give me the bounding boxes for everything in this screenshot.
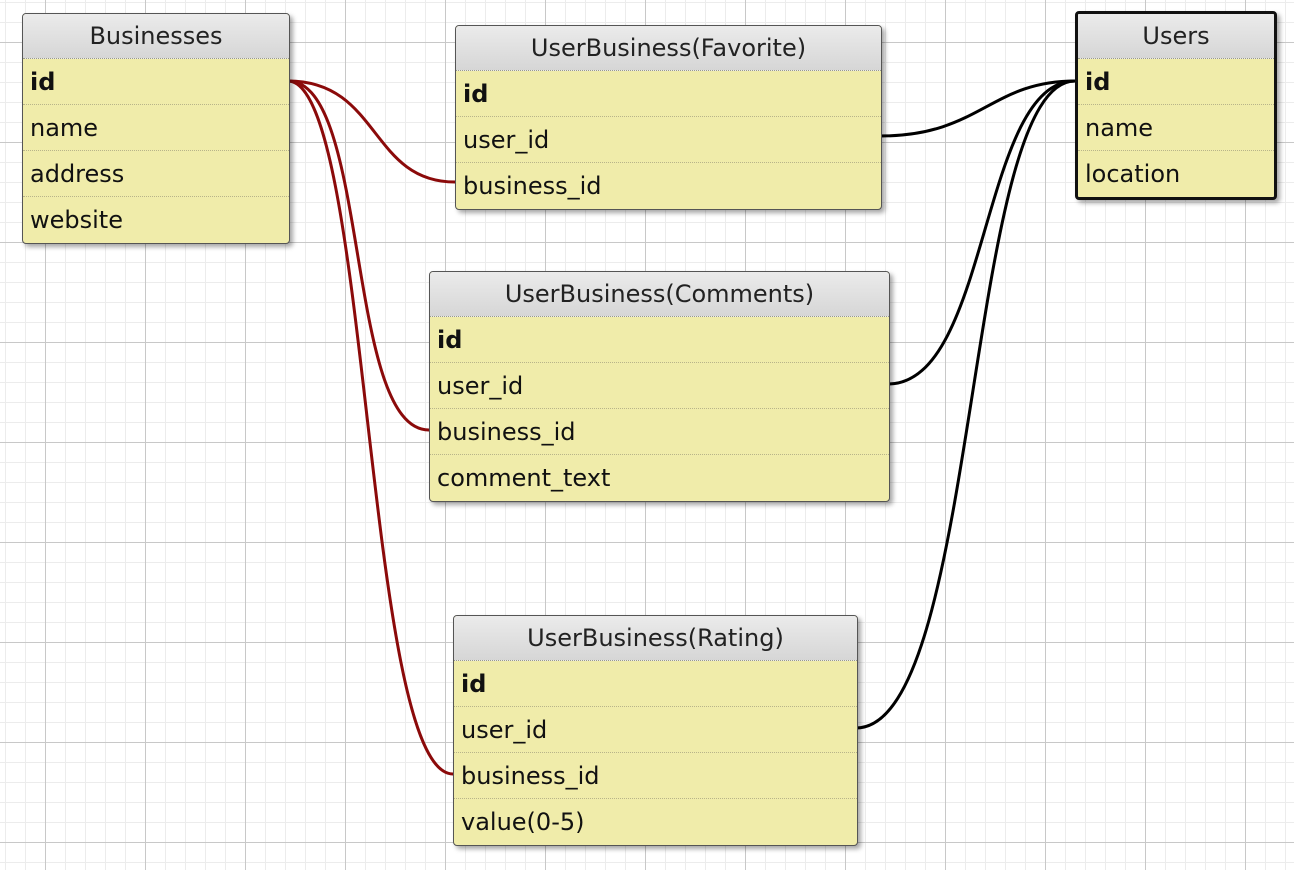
field-id[interactable]: id — [1078, 59, 1274, 105]
field-value[interactable]: value(0-5) — [461, 808, 585, 836]
field-id[interactable]: id — [454, 661, 857, 707]
table-title: UserBusiness(Comments) — [430, 272, 889, 317]
field-name[interactable]: name — [1078, 105, 1274, 151]
relation-favorite-user-id[interactable] — [879, 79, 1076, 138]
field-id[interactable]: id — [456, 71, 881, 117]
field-website[interactable]: website — [30, 206, 123, 234]
field-id[interactable]: id — [430, 317, 889, 363]
relation-comments-user-id[interactable] — [887, 79, 1076, 386]
table-userbusiness-favorite[interactable]: UserBusiness(Favorite) id user_id busine… — [455, 25, 882, 210]
field-address[interactable]: address — [23, 151, 289, 197]
field-user-id[interactable]: user_id — [456, 117, 881, 163]
field-business-id[interactable]: business_id — [463, 172, 602, 200]
relation-favorite-business-id[interactable] — [287, 79, 456, 184]
field-user-id[interactable]: user_id — [454, 707, 857, 753]
field-comment-text[interactable]: comment_text — [437, 464, 611, 492]
field-name[interactable]: name — [23, 105, 289, 151]
field-id[interactable]: id — [23, 59, 289, 105]
relation-comments-business-id[interactable] — [287, 79, 430, 432]
field-business-id[interactable]: business_id — [454, 753, 857, 799]
field-location[interactable]: location — [1085, 160, 1181, 188]
table-userbusiness-rating[interactable]: UserBusiness(Rating) id user_id business… — [453, 615, 858, 846]
table-title: UserBusiness(Favorite) — [456, 26, 881, 71]
table-title: Businesses — [23, 14, 289, 59]
table-title: UserBusiness(Rating) — [454, 616, 857, 661]
table-userbusiness-comments[interactable]: UserBusiness(Comments) id user_id busine… — [429, 271, 890, 502]
table-title: Users — [1078, 14, 1274, 59]
table-users[interactable]: Users id name location — [1075, 11, 1277, 200]
field-business-id[interactable]: business_id — [430, 409, 889, 455]
table-businesses[interactable]: Businesses id name address website — [22, 13, 290, 244]
field-user-id[interactable]: user_id — [430, 363, 889, 409]
